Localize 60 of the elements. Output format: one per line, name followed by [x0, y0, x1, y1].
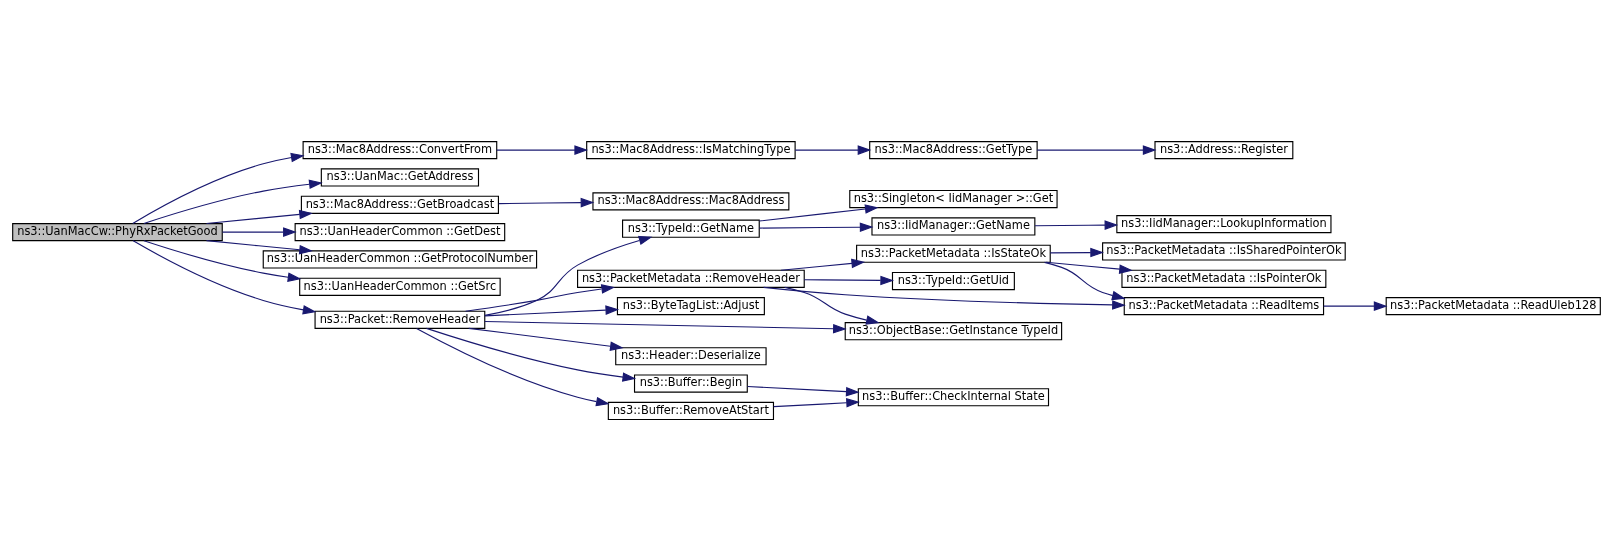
arrow [1034, 219, 1119, 230]
arrow [425, 327, 637, 382]
node-box: ns3::Buffer::Begin [633, 373, 748, 393]
arrow [415, 327, 610, 406]
arrow [465, 283, 616, 312]
arrow [205, 239, 313, 254]
node-box: ns3::Mac8Address::ConvertFrom [302, 140, 498, 159]
node-box: ns3::UanMacCw::PhyRxPacketGood [12, 222, 223, 241]
node-box: ns3::PacketMetadata ::ReadItems [1123, 296, 1325, 315]
arrow [758, 221, 874, 232]
node-box: ns3::ByteTagList::Adjust [616, 296, 765, 315]
node-box: ns3::PacketMetadata ::IsSharedPointerOk [1102, 241, 1346, 261]
arrow [763, 286, 1126, 310]
arrow [1045, 261, 1133, 274]
arrow [803, 275, 895, 285]
node-box: ns3::Buffer::CheckInternal State [857, 387, 1050, 406]
node-box: ns3::Address::Register [1154, 140, 1294, 159]
node-box: ns3::UanHeaderCommon ::GetDest [294, 222, 506, 241]
arrow [143, 239, 302, 282]
arrow [221, 226, 297, 237]
arrow [132, 152, 305, 224]
arrow [498, 197, 595, 207]
node-box: ns3::Packet::RemoveHeader [314, 310, 486, 329]
arrow [496, 144, 589, 155]
node-box: ns3::UanHeaderCommon ::GetProtocolNumber [262, 249, 538, 269]
node-box: ns3::Singleton< IidManager >::Get [849, 189, 1058, 208]
node-box: ns3::Mac8Address::GetType [869, 140, 1038, 159]
arrow [468, 327, 624, 351]
node-box: ns3::PacketMetadata ::IsPointerOk [1121, 269, 1327, 288]
node-box: ns3::IidManager::GetName [871, 216, 1036, 235]
arrow [780, 258, 866, 271]
arrow [758, 203, 879, 222]
node-box: ns3::UanMac::GetAddress [320, 167, 480, 187]
arrow [484, 235, 653, 316]
arrow [1049, 247, 1104, 257]
node-box: ns3::TypeId::GetUid [891, 271, 1015, 290]
node-box: ns3::PacketMetadata ::IsStateOk [856, 244, 1051, 263]
node-box: ns3::PacketMetadata ::ReadUleb128 [1385, 296, 1601, 315]
node-box: ns3::Mac8Address::Mac8Address [592, 191, 790, 210]
node-box: ns3::UanHeaderCommon ::GetSrc [299, 277, 501, 296]
arrow [484, 304, 620, 316]
arrow [484, 320, 847, 333]
arrow [1044, 261, 1126, 300]
arrow [205, 209, 313, 224]
arrow [132, 239, 317, 314]
arrow [773, 397, 860, 408]
arrow [746, 385, 860, 396]
node-box: ns3::Header::Deserialize [615, 346, 767, 365]
arrow [794, 144, 872, 155]
node-box: ns3::PacketMetadata ::RemoveHeader [577, 269, 805, 288]
node-box: ns3::Mac8Address::IsMatchingType [586, 140, 796, 159]
node-box: ns3::ObjectBase::GetInstance TypeId [844, 321, 1063, 340]
node-box: ns3::IidManager::LookupInformation [1116, 214, 1332, 233]
arrow [143, 178, 323, 224]
arrow [1323, 300, 1388, 311]
arrow [784, 286, 880, 325]
node-box: ns3::Mac8Address::GetBroadcast [300, 195, 499, 214]
node-box: ns3::TypeId::GetName [622, 219, 760, 238]
node-box: ns3::Buffer::RemoveAtStart [607, 401, 775, 420]
arrow [1036, 144, 1157, 155]
